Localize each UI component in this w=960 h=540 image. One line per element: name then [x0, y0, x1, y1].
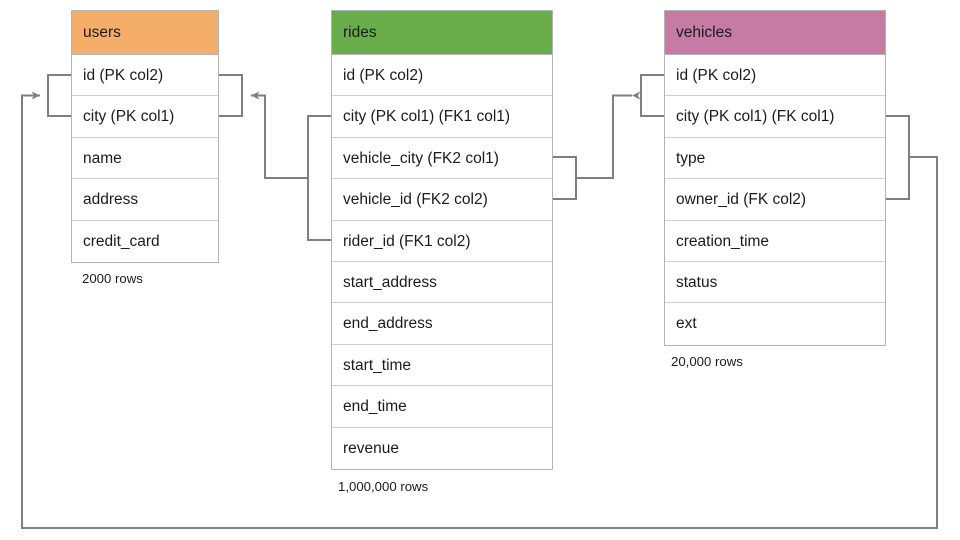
table-vehicles-column-city[interactable]: city (PK col1) (FK col1) — [665, 96, 885, 138]
table-rides-column-vehicle-city[interactable]: vehicle_city (FK2 col1) — [332, 138, 552, 180]
rides-right-bracket — [553, 156, 577, 200]
table-rides-row-count: 1,000,000 rows — [338, 479, 429, 494]
table-rides-column-start-address[interactable]: start_address — [332, 262, 552, 304]
vehicles-left-bracket — [640, 74, 664, 117]
table-vehicles[interactable]: vehicles id (PK col2) city (PK col1) (FK… — [664, 10, 886, 346]
table-rides-header: rides — [332, 11, 552, 55]
table-rides-column-vehicle-id[interactable]: vehicle_id (FK2 col2) — [332, 179, 552, 221]
table-vehicles-column-ext[interactable]: ext — [676, 315, 697, 333]
table-users-header: users — [72, 11, 218, 55]
table-users-row-count: 2000 rows — [82, 271, 143, 286]
table-users-column-address[interactable]: address — [72, 179, 218, 221]
table-users[interactable]: users id (PK col2) city (PK col1) name a… — [71, 10, 219, 263]
table-vehicles-column-owner-id[interactable]: owner_id (FK col2) — [665, 179, 885, 221]
table-vehicles-row-count: 20,000 rows — [671, 354, 743, 369]
table-vehicles-column-id[interactable]: id (PK col2) — [665, 55, 885, 97]
users-right-bracket — [219, 74, 243, 117]
table-users-column-city[interactable]: city (PK col1) — [72, 96, 218, 138]
table-users-column-id[interactable]: id (PK col2) — [72, 55, 218, 97]
table-rides-column-rider-id[interactable]: rider_id (FK1 col2) — [332, 221, 552, 262]
table-users-column-name[interactable]: name — [72, 138, 218, 180]
table-vehicles-column-creation-time[interactable]: creation_time — [665, 221, 885, 262]
fk2-rides-to-vehicles-wire — [576, 91, 641, 179]
table-rides-column-end-time[interactable]: end_time — [332, 386, 552, 428]
table-rides-column-start-time[interactable]: start_time — [332, 345, 552, 387]
rides-left-bracket — [307, 115, 331, 241]
table-vehicles-column-type[interactable]: type — [665, 138, 885, 180]
table-users-column-credit-card[interactable]: credit_card — [83, 232, 160, 250]
vehicles-right-bracket — [886, 115, 910, 200]
table-rides-column-city[interactable]: city (PK col1) (FK1 col1) — [332, 96, 552, 138]
table-rides-column-revenue[interactable]: revenue — [343, 439, 400, 457]
table-rides-column-id[interactable]: id (PK col2) — [332, 55, 552, 97]
table-rides-column-end-address[interactable]: end_address — [332, 303, 552, 345]
table-vehicles-header: vehicles — [665, 11, 885, 55]
table-vehicles-column-status[interactable]: status — [665, 262, 885, 304]
fk1-rides-to-users-wire — [251, 91, 308, 179]
table-rides[interactable]: rides id (PK col2) city (PK col1) (FK1 c… — [331, 10, 553, 470]
users-left-bracket — [47, 74, 71, 117]
